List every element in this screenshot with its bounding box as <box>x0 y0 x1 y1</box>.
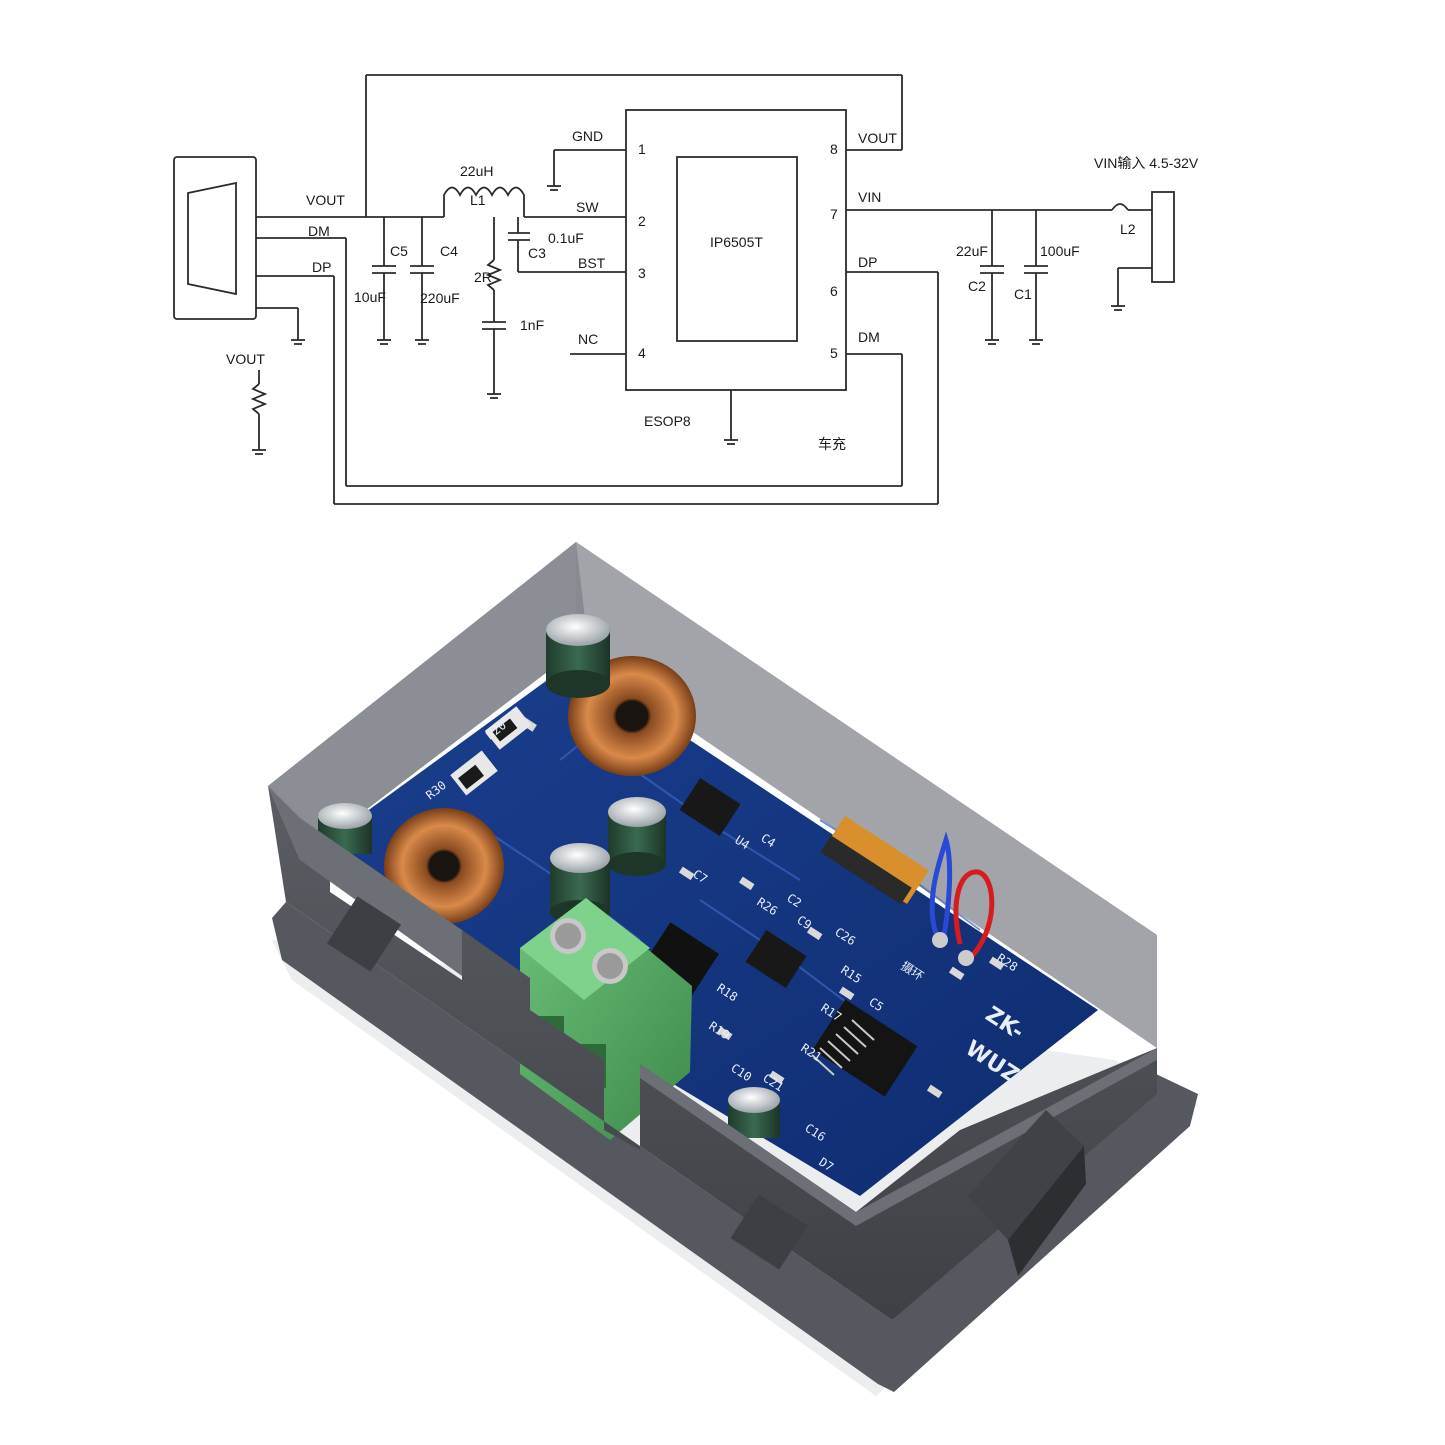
c5-value: 10uF <box>354 289 386 305</box>
nc-label: NC <box>578 331 598 347</box>
gnd-label: GND <box>572 128 603 144</box>
product-photo: R20 R30 C2 C4 C5 C7 C9 C10 C16 C21 C26 R… <box>268 542 1198 1396</box>
l1-ref: L1 <box>470 192 486 208</box>
pin-2-number: 2 <box>638 213 646 229</box>
sw-label: SW <box>576 199 599 215</box>
c3-ref: C3 <box>528 245 546 261</box>
l2-ref: L2 <box>1120 221 1136 237</box>
inductor-l1-icon <box>443 186 525 217</box>
usb-vout-label: VOUT <box>306 192 345 208</box>
capacitor <box>318 803 372 854</box>
vout-pin-label: VOUT <box>858 130 897 146</box>
vin-pin-label: VIN <box>858 189 881 205</box>
c5-ref: C5 <box>390 243 408 259</box>
car-label: 车充 <box>818 436 846 452</box>
load-resistor-icon <box>250 383 268 415</box>
chip-name: IP6505T <box>710 234 763 250</box>
ic-chip <box>745 929 807 989</box>
silk-label: D7 <box>816 1155 836 1175</box>
wire-blue <box>929 831 953 937</box>
c2-ref: C2 <box>968 278 986 294</box>
usb-dm-label: DM <box>308 223 330 239</box>
pin-5-number: 5 <box>830 345 838 361</box>
input-label: VIN输入 4.5-32V <box>1094 155 1199 171</box>
load-vout-label: VOUT <box>226 351 265 367</box>
silk-label: C7 <box>690 867 710 887</box>
pin-8-number: 8 <box>830 141 838 157</box>
case-latch <box>730 1194 808 1270</box>
case-clip <box>968 1110 1084 1240</box>
c2-value: 22uF <box>956 243 988 259</box>
usb-dp-label: DP <box>312 259 331 275</box>
dp-pin-label: DP <box>858 254 877 270</box>
case-front-wall <box>268 786 1157 1320</box>
bst-label: BST <box>578 255 606 271</box>
wire-red <box>953 869 995 962</box>
usb-connector-icon <box>173 156 257 320</box>
capacitor <box>608 797 666 876</box>
pin-6-number: 6 <box>830 283 838 299</box>
c4-value: 220uF <box>420 290 460 306</box>
dm-pin-label: DM <box>858 329 880 345</box>
case-latch <box>326 896 402 972</box>
ic-chip <box>812 999 918 1097</box>
silk-label: U4 <box>732 833 752 853</box>
pin-4-number: 4 <box>638 345 646 361</box>
silk-label: C4 <box>758 831 778 851</box>
pin-7-number: 7 <box>830 206 838 222</box>
capacitor <box>550 843 610 924</box>
chip-die <box>676 156 798 342</box>
case-flange <box>272 902 1198 1392</box>
silk-label: C2 <box>784 891 804 911</box>
schematic: VOUT DM DP C5 10uF C <box>173 74 1199 505</box>
mosfet <box>643 922 719 996</box>
c1-ref: C1 <box>1014 286 1032 302</box>
chip-package-label: ESOP8 <box>644 413 691 429</box>
c3-value: 0.1uF <box>548 230 584 246</box>
capacitor <box>546 614 610 698</box>
inductor-l2-icon <box>1111 203 1129 211</box>
input-connector-icon <box>1151 191 1175 283</box>
toroid-inductor <box>384 808 504 924</box>
resistor-icon <box>485 259 503 291</box>
chip-package <box>625 109 847 391</box>
pin-3-number: 3 <box>638 265 646 281</box>
c1-value: 100uF <box>1040 243 1080 259</box>
c4-ref: C4 <box>440 243 458 259</box>
ic-chip <box>679 777 741 837</box>
pin-1-number: 1 <box>638 141 646 157</box>
resistor-value: 2R <box>474 269 492 285</box>
snubber-cap-value: 1nF <box>520 317 544 333</box>
l1-value: 22uH <box>460 163 493 179</box>
silk-label: C9 <box>794 913 814 933</box>
silk-label: C5 <box>866 995 886 1015</box>
usb-port-outline <box>187 181 237 296</box>
